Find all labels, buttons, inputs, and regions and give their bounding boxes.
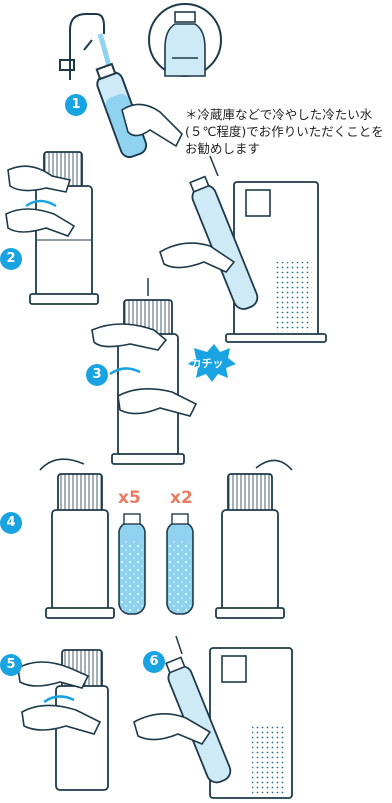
step4-bottle-right — [167, 514, 193, 614]
multiplier-right: x2 — [170, 488, 193, 508]
step6-up-arrow — [176, 636, 182, 654]
step-number-6: 6 — [143, 651, 165, 673]
step-number-5: 5 — [0, 654, 22, 676]
step4-bottle-left — [119, 514, 145, 614]
step4-machine-left — [40, 459, 114, 618]
step-number-4: 4 — [0, 512, 22, 534]
step-number-1: 1 — [65, 94, 87, 116]
step-number-2: 2 — [0, 248, 22, 270]
multiplier-left: x5 — [118, 488, 141, 508]
step-number-3: 3 — [86, 364, 108, 386]
cold-water-note: ＊冷蔵庫などで冷やした冷たい水(５℃程度)でお作りいただくことをお勧めします — [185, 106, 390, 157]
step1-detail-circle — [149, 4, 221, 76]
step2-down-arrow — [210, 156, 218, 176]
step4-machine-right — [216, 460, 292, 618]
click-sound-label: カチッ — [189, 355, 225, 371]
